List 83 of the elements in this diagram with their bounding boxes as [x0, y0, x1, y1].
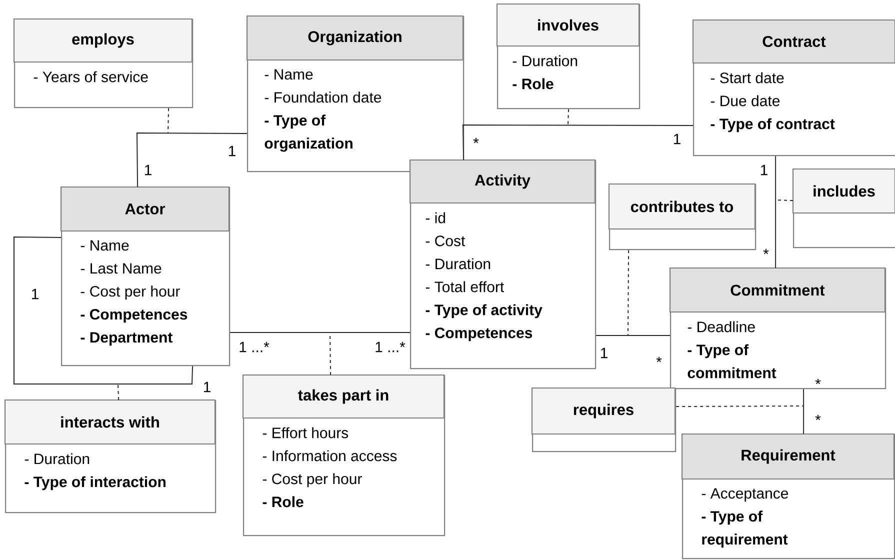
attribute-text: - id: [426, 212, 446, 224]
association-class-box: [242, 374, 446, 536]
class-name: takes part in: [298, 389, 388, 404]
attribute-text: - Effort hours: [262, 427, 348, 438]
association-class-box: [531, 387, 676, 452]
association-class-box: [608, 183, 756, 250]
class-box: [409, 159, 596, 370]
attribute-text: - Acceptance: [702, 488, 788, 502]
attribute-text: - Type of organization: [264, 114, 352, 152]
attribute-text: - Total effort: [426, 281, 504, 292]
class-box: [669, 267, 886, 390]
association-line: [14, 236, 194, 384]
attribute-text: - Name: [80, 240, 129, 251]
multiplicity-label: 1 ...*: [376, 342, 406, 352]
attribute-text: - Type of commitment: [688, 344, 776, 378]
multiplicity-label: 1: [144, 164, 152, 176]
attribute-text: - Duration: [512, 55, 578, 66]
attribute-text: - Competences: [80, 309, 188, 323]
dashed-connector: [168, 108, 170, 134]
attribute-text: - Competences: [426, 328, 532, 342]
class-box: [681, 433, 895, 560]
multiplicity-label: 1: [600, 348, 608, 358]
attribute-text: - Cost per hour: [80, 286, 180, 300]
dashed-connector: [330, 332, 332, 376]
class-name: Commitment: [730, 284, 825, 296]
association-class-box: [4, 399, 216, 514]
class-name: requires: [574, 404, 634, 418]
attribute-text: - Information access: [262, 450, 397, 462]
association-line: [136, 132, 248, 188]
association-line: [803, 388, 804, 434]
multiplicity-label: 1: [228, 146, 236, 156]
attribute-text: - Department: [80, 332, 173, 346]
association-class-box: [792, 168, 895, 248]
multiplicity-label: 1: [32, 288, 38, 300]
attribute-text: - Cost: [426, 236, 466, 246]
attribute-text: - Last Name: [80, 263, 162, 274]
association-line: [596, 335, 670, 336]
multiplicity-label: *: [815, 378, 821, 384]
attribute-text: - Duration: [24, 453, 90, 464]
attribute-text: - Duration: [426, 258, 490, 270]
class-box: [246, 15, 464, 172]
attribute-text: - Type of contract: [710, 118, 835, 132]
class-name: includes: [814, 185, 875, 197]
multiplicity-label: 1 ...*: [240, 342, 270, 352]
multiplicity-label: 1: [760, 164, 768, 176]
multiplicity-label: *: [473, 138, 479, 144]
attribute-text: - Type of requirement: [702, 510, 788, 548]
attribute-text: - Name: [264, 69, 313, 80]
attribute-text: - Foundation date: [264, 92, 382, 103]
association-line: [462, 124, 694, 160]
multiplicity-label: *: [656, 356, 662, 362]
class-name: employs: [72, 33, 134, 48]
attribute-text: - Start date: [710, 72, 784, 84]
multiplicity-label: *: [815, 414, 821, 420]
class-name: Activity: [474, 174, 530, 189]
multiplicity-label: *: [763, 248, 769, 254]
association-class-box: [496, 3, 640, 110]
class-name: Contract: [762, 36, 826, 47]
attribute-text: - Due date: [710, 95, 780, 106]
class-name: contributes to: [630, 200, 734, 212]
class-name: Requirement: [742, 449, 836, 464]
dashed-connector: [628, 250, 630, 336]
attribute-text: - Type of activity: [426, 304, 542, 318]
class-box: [60, 186, 230, 366]
class-name: Organization: [308, 30, 402, 46]
attribute-text: - Role: [262, 496, 304, 508]
dashed-connector: [676, 406, 804, 408]
association-line: [230, 332, 410, 334]
association-line: [775, 156, 776, 268]
class-name: Actor: [125, 204, 166, 214]
multiplicity-label: 1: [204, 382, 210, 392]
class-name: involves: [538, 19, 598, 31]
multiplicity-label: 1: [674, 134, 680, 144]
dashed-connector: [568, 108, 570, 126]
attribute-text: - Cost per hour: [262, 473, 362, 488]
attribute-text: - Type of interaction: [24, 476, 166, 490]
class-name: interacts with: [61, 416, 159, 428]
association-class-box: [13, 18, 194, 108]
class-box: [692, 19, 895, 156]
attribute-text: - Years of service: [34, 71, 148, 82]
dashed-connector: [118, 384, 120, 400]
attribute-text: - Role: [512, 78, 554, 90]
attribute-text: - Deadline: [688, 321, 755, 332]
